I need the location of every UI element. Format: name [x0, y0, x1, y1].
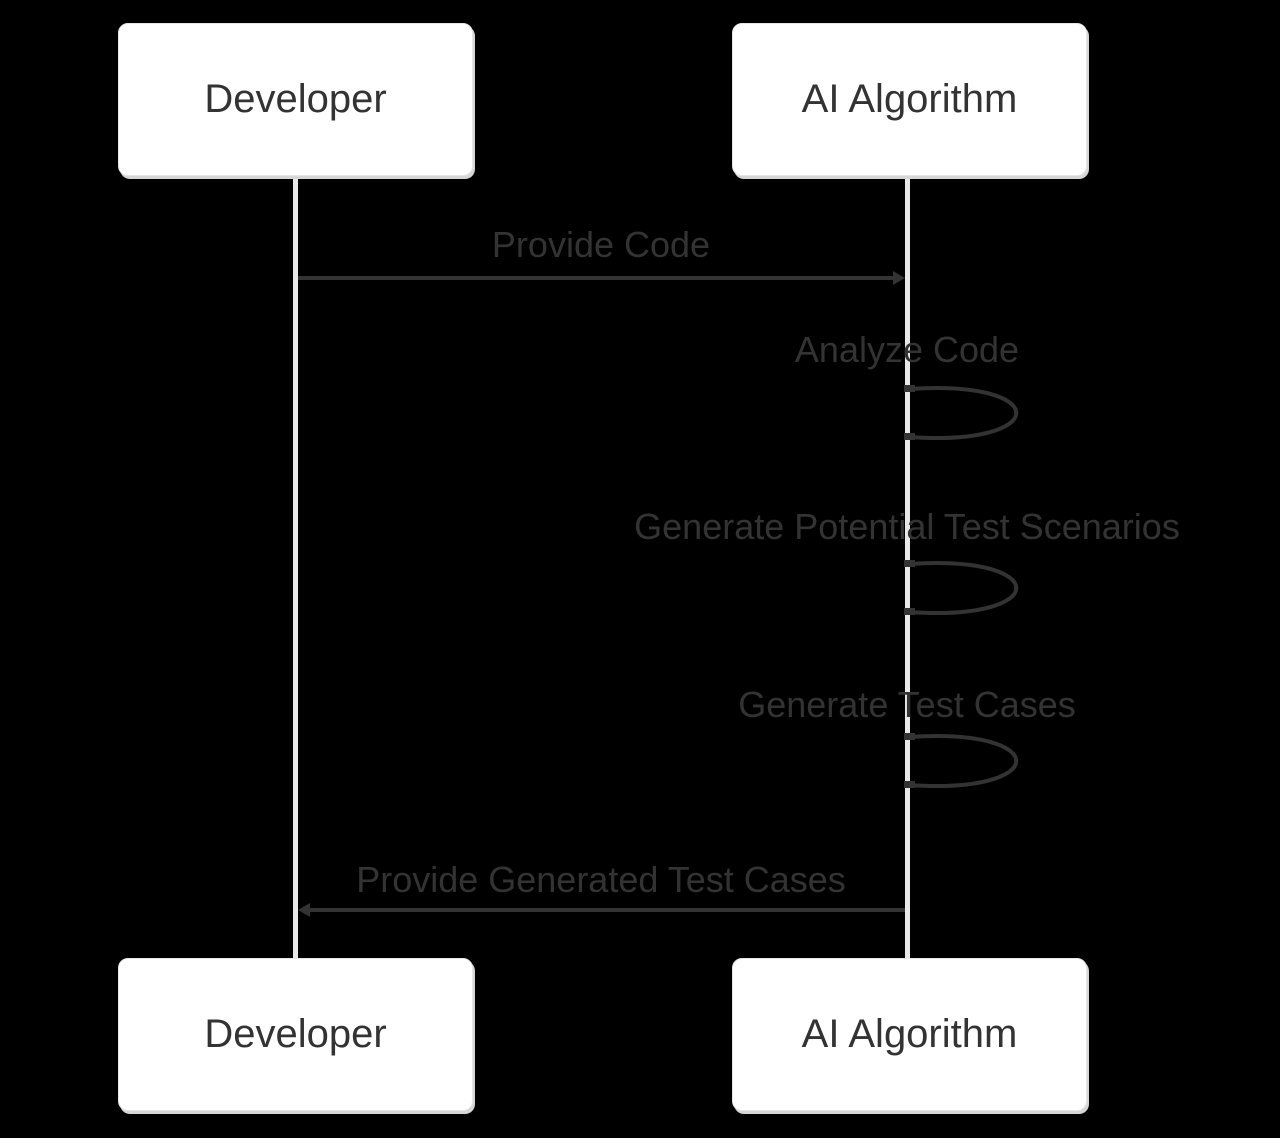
- self-loop-generate-potential-test-scenarios: [908, 561, 1018, 615]
- message-label-provide-code: Provide Code: [491, 224, 711, 265]
- loop-start-nub-icon: [904, 385, 915, 392]
- message-label-analyze-code: Analyze Code: [794, 329, 1020, 370]
- loop-arrowhead-icon: [904, 781, 915, 788]
- message-label-generate-potential-test-scenarios: Generate Potential Test Scenarios: [634, 506, 1180, 547]
- actor-label-developer: Developer: [204, 1012, 387, 1056]
- loop-start-nub-icon: [904, 733, 915, 740]
- actor-box-developer-bottom: Developer: [118, 958, 473, 1111]
- self-loop-analyze-code: [908, 386, 1018, 440]
- self-loop-generate-test-cases: [908, 734, 1018, 788]
- arrowhead-right-icon: [893, 271, 905, 285]
- arrowhead-left-icon: [298, 903, 310, 917]
- message-label-provide-generated-test-cases: Provide Generated Test Cases: [356, 859, 846, 900]
- message-label-generate-test-cases: Generate Test Cases: [738, 684, 1076, 725]
- loop-arrowhead-icon: [904, 608, 915, 615]
- loop-start-nub-icon: [904, 560, 915, 567]
- loop-arrowhead-icon: [904, 433, 915, 440]
- actor-label-ai-algorithm: AI Algorithm: [801, 77, 1018, 121]
- actor-label-developer: Developer: [204, 77, 387, 121]
- actor-label-ai-algorithm: AI Algorithm: [801, 1012, 1018, 1056]
- actor-box-ai-algorithm-bottom: AI Algorithm: [732, 958, 1087, 1111]
- actor-box-ai-algorithm-top: AI Algorithm: [732, 23, 1087, 176]
- actor-box-developer-top: Developer: [118, 23, 473, 176]
